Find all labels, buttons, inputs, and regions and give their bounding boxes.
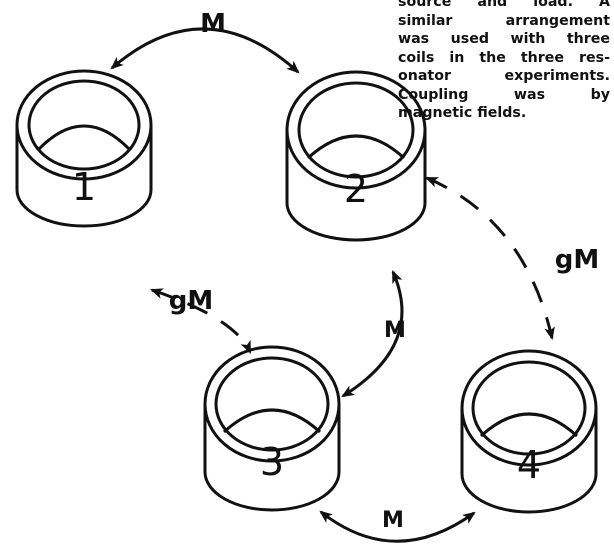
- coupling-label-1-2: M: [200, 9, 226, 39]
- coil-1-label: 1: [72, 165, 96, 209]
- caption-line: was used with three: [398, 31, 610, 47]
- coupling-label-1-3: gM: [169, 286, 213, 316]
- coupling-arrow-3-4: [319, 510, 476, 543]
- caption-line: magnetic fields.: [398, 105, 527, 121]
- figure-caption: source and load. A similar arrangement w…: [398, 0, 610, 123]
- coil-4-label: 4: [517, 443, 541, 487]
- caption-line: Coupling was by: [398, 86, 610, 103]
- coupling-label-2-3: M: [384, 318, 406, 343]
- caption-line: coils in the three res-: [398, 49, 610, 66]
- caption-line: source and load. A: [398, 0, 610, 10]
- coil-2-label: 2: [344, 167, 368, 211]
- coil-4: 4: [460, 349, 598, 514]
- coupling-label-3-4: M: [382, 508, 404, 533]
- caption-line: similar arrangement: [398, 12, 610, 29]
- coupling-label-2-4: gM: [555, 245, 599, 275]
- coil-1: 1: [15, 69, 153, 228]
- coupling-arrow-1-3: [149, 288, 252, 354]
- coupling-arrow-2-3: [341, 270, 404, 398]
- coil-2: 2: [285, 70, 427, 242]
- coil-3: 3: [203, 345, 341, 512]
- caption-line: onator experiments.: [398, 68, 610, 84]
- coupling-arrow-2-4: [425, 176, 555, 341]
- coil-3-label: 3: [260, 440, 284, 484]
- coupling-arrow-1-2: [110, 27, 300, 74]
